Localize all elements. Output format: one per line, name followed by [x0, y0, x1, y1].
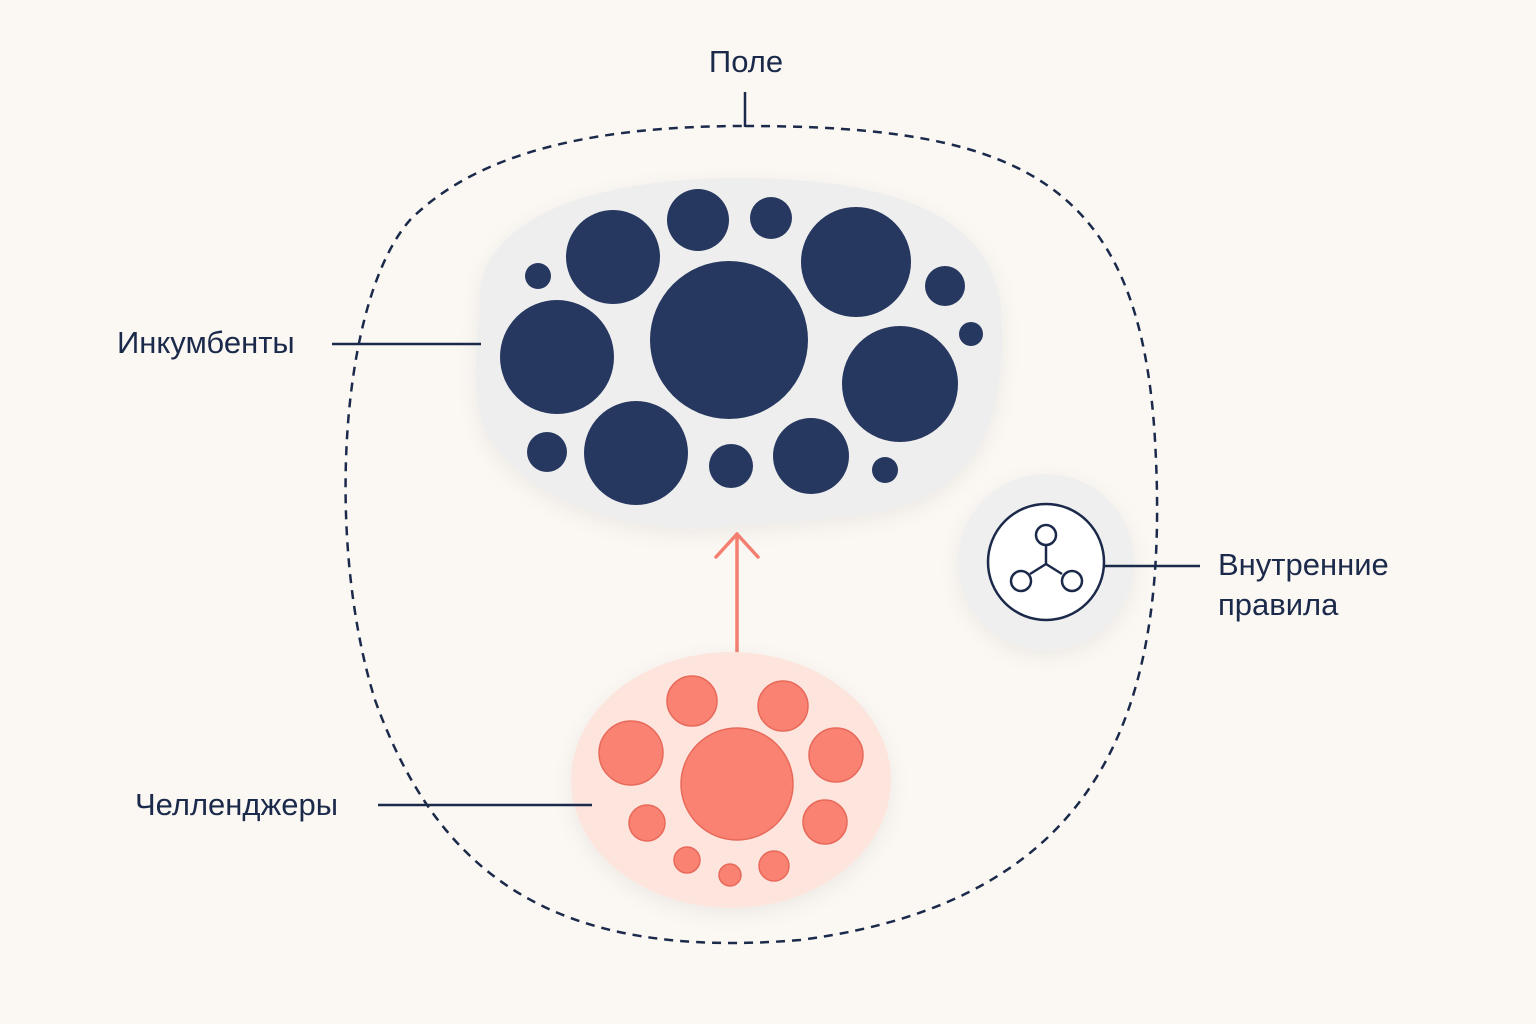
incumbent-circle: [750, 197, 792, 239]
field-label: Поле: [709, 44, 783, 79]
challenger-circle: [598, 720, 664, 786]
incumbent-circle: [500, 300, 614, 414]
incumbent-circle: [842, 326, 958, 442]
network-node-icon: [1009, 523, 1084, 593]
incumbent-circle: [709, 444, 753, 488]
incumbent-circle: [667, 189, 729, 251]
incumbent-circle: [801, 207, 911, 317]
challenger-circle: [680, 727, 794, 841]
field-boundary: [344, 124, 1159, 945]
challengers-group: [598, 675, 864, 887]
challengers-label: Челленджеры: [135, 787, 338, 822]
challenger-circle: [673, 846, 701, 874]
challenger-circle: [718, 863, 742, 887]
incumbent-circle: [650, 261, 808, 419]
challenger-circle: [808, 727, 864, 783]
incumbents-group: [500, 189, 983, 505]
incumbent-circle: [566, 210, 660, 304]
challenger-circle: [802, 799, 848, 845]
incumbents-label: Инкумбенты: [117, 325, 295, 360]
challenger-circle: [758, 850, 790, 882]
incumbent-circle: [872, 457, 898, 483]
incumbent-circle: [959, 322, 983, 346]
incumbent-circle: [525, 263, 551, 289]
incumbent-circle: [925, 266, 965, 306]
challenger-circle: [666, 675, 718, 727]
challenger-circle: [757, 680, 809, 732]
incumbent-circle: [527, 432, 567, 472]
challenger-circle: [628, 804, 666, 842]
rules-label-line1: Внутренние: [1218, 547, 1389, 582]
incumbent-circle: [773, 418, 849, 494]
incumbent-circle: [584, 401, 688, 505]
rules-label-line2: правила: [1218, 587, 1339, 622]
